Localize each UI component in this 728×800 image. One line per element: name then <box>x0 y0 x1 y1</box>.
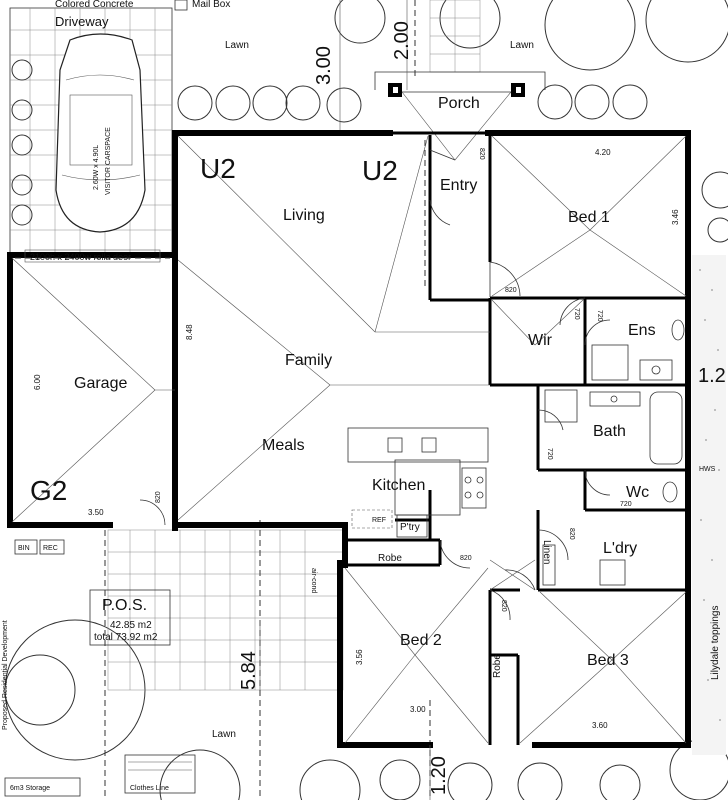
dim-1-2: 1.2 <box>698 365 726 387</box>
bed1-height: 3.46 <box>671 209 680 225</box>
bed2-label: Bed 2 <box>400 632 442 649</box>
hws-label: HWS <box>699 466 716 473</box>
rolla-door-label-box <box>24 249 161 263</box>
dim-1-20: 1.20 <box>428 756 450 795</box>
entry-label: Entry <box>440 177 477 194</box>
unit-labels: U2 U2 G2 <box>30 153 398 506</box>
bed1-width: 4.20 <box>595 148 611 157</box>
unit-u2-entry: U2 <box>362 155 398 186</box>
porch-label: Porch <box>438 95 480 112</box>
unit-g2: G2 <box>30 475 67 506</box>
lawn-bottom-label: Lawn <box>212 729 236 740</box>
bed3-label: Bed 3 <box>587 652 629 669</box>
pantry-label: P'try <box>400 522 420 533</box>
room-labels: Porch Entry Living Family Meals Kitchen … <box>74 95 716 678</box>
ref-label: REF <box>372 517 386 524</box>
side-text: Proposed Residential Development <box>2 620 9 730</box>
kitchen-fixtures <box>347 427 489 538</box>
bathroom-fixtures <box>542 319 685 586</box>
bed3-width: 3.60 <box>592 721 608 730</box>
bed2-width: 3.00 <box>410 705 426 714</box>
car-size-label: 2.60W x 4.90L <box>93 145 100 190</box>
garage-width: 3.50 <box>88 508 104 517</box>
windows <box>7 130 691 748</box>
rec-label: REC <box>43 545 58 552</box>
front-path <box>429 0 481 73</box>
dim-3-00: 3.00 <box>313 46 335 85</box>
car-outline <box>55 33 146 233</box>
bath-label: Bath <box>593 423 626 440</box>
garage-height: 6.00 <box>33 374 42 390</box>
pos-area: 42.85 m2 <box>110 620 152 631</box>
bin-label: BIN <box>18 545 30 552</box>
doors <box>139 149 611 621</box>
door-820-bed1: 820 <box>505 287 517 294</box>
door-820-bed2: 820 <box>460 555 472 562</box>
landscape-trees <box>4 0 728 800</box>
living-height: 8.48 <box>185 324 194 340</box>
dim-5-84: 5.84 <box>238 651 260 690</box>
bin-box <box>14 539 38 555</box>
door-720-ens: 720 <box>596 310 603 322</box>
meals-label: Meals <box>262 437 305 454</box>
mail-box-label: Mail Box <box>192 0 230 10</box>
clothes-line-label: Clothes Line <box>130 785 169 792</box>
door-820-bed3: 820 <box>500 600 507 612</box>
visitor-carspace-label: VISITOR CARSPACE <box>105 127 112 195</box>
pos-title: P.O.S. <box>102 597 147 614</box>
roof-lines <box>11 135 687 744</box>
driveway-label: Driveway <box>55 14 109 29</box>
gravel-strip <box>692 255 726 755</box>
linen-label: Linen <box>541 540 552 564</box>
robe2-label: Robe <box>492 654 503 678</box>
robe1-label: Robe <box>378 553 402 564</box>
rolla-door-label: 2100h x 2400w rolla door <box>30 252 131 262</box>
bed2-height: 3.56 <box>355 649 364 665</box>
rec-box <box>39 539 65 555</box>
storage-label: 6m3 Storage <box>10 785 50 792</box>
laundry-label: L'dry <box>603 540 637 557</box>
kitchen-label: Kitchen <box>372 477 425 494</box>
family-label: Family <box>285 352 332 369</box>
wir-label: Wir <box>528 332 553 349</box>
bed1-label: Bed 1 <box>568 209 610 226</box>
dimension-lines <box>259 0 431 800</box>
garage-label: Garage <box>74 375 127 392</box>
dim-2-00: 2.00 <box>391 21 413 60</box>
colored-concrete-label: Colored Concrete <box>55 0 134 10</box>
lawn-top-right-label: Lawn <box>510 40 534 51</box>
wc-label: Wc <box>626 484 649 501</box>
pos-total: total 73.92 m2 <box>94 632 158 643</box>
internal-walls <box>345 135 688 745</box>
pos-box <box>89 589 171 646</box>
door-820-ldry: 820 <box>568 528 575 540</box>
door-820-entry: 820 <box>478 148 485 160</box>
door-720-bath: 720 <box>546 448 553 460</box>
door-820-garage: 820 <box>155 491 162 503</box>
door-720-wc: 720 <box>620 501 632 508</box>
door-720-wir: 720 <box>573 308 580 320</box>
room-dimensions: 4.20 3.46 8.48 6.00 3.50 3.56 3.00 3.60 … <box>33 148 680 730</box>
living-label: Living <box>283 207 325 224</box>
air-con-label: air-cond <box>310 568 317 593</box>
unit-u2-living: U2 <box>200 153 236 184</box>
lilydale-label: Lilydale toppings <box>710 606 721 681</box>
storage-box <box>4 777 81 797</box>
clothes-line-box <box>124 754 196 794</box>
ens-label: Ens <box>628 322 656 339</box>
mail-box-icon <box>174 0 188 11</box>
rear-paving <box>107 529 344 691</box>
lawn-top-left-label: Lawn <box>225 40 249 51</box>
porch-structure <box>374 71 546 161</box>
